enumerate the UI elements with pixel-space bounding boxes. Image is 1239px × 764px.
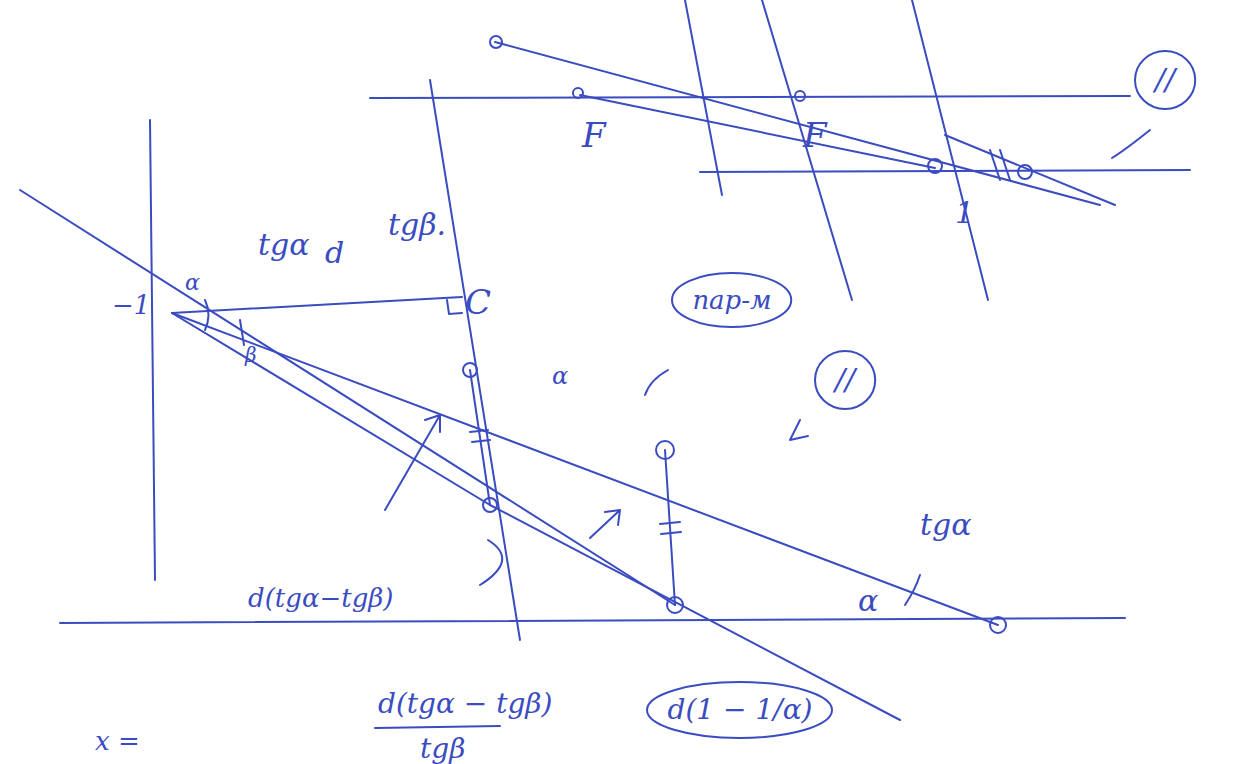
sketch-label: d xyxy=(325,238,344,268)
note-text: // xyxy=(835,365,855,395)
sketch-label: 1 xyxy=(955,198,974,228)
circled-note: // xyxy=(1133,49,1197,111)
sketch-label: tgα xyxy=(258,230,310,260)
note-text: // xyxy=(1155,65,1175,95)
note-text: пар-м xyxy=(692,287,771,313)
circled-note: // xyxy=(813,349,877,411)
sketch-label: C xyxy=(465,285,491,319)
sketch-label: d(tgα−tgβ) xyxy=(248,585,394,611)
sketch-label: −1 xyxy=(112,292,150,318)
sketch-label: tgα xyxy=(920,510,972,540)
sketch-label: tgβ. xyxy=(388,210,446,240)
sketch-label: tgβ xyxy=(420,735,465,763)
note-text: d(1 − 1/α) xyxy=(667,696,812,724)
circled-note: пар-м xyxy=(670,271,793,329)
circled-note: d(1 − 1/α) xyxy=(645,680,834,740)
sketch-label: d(tgα − tgβ) xyxy=(378,690,552,718)
sketch-label: α xyxy=(858,586,878,616)
sketch-label: α xyxy=(552,364,568,388)
sketch-label: β xyxy=(245,345,257,365)
sketch-label: x = xyxy=(95,728,140,754)
sketch-label: F xyxy=(803,118,827,152)
sketch-label: F xyxy=(582,118,606,152)
sketch-label: α xyxy=(185,272,200,294)
